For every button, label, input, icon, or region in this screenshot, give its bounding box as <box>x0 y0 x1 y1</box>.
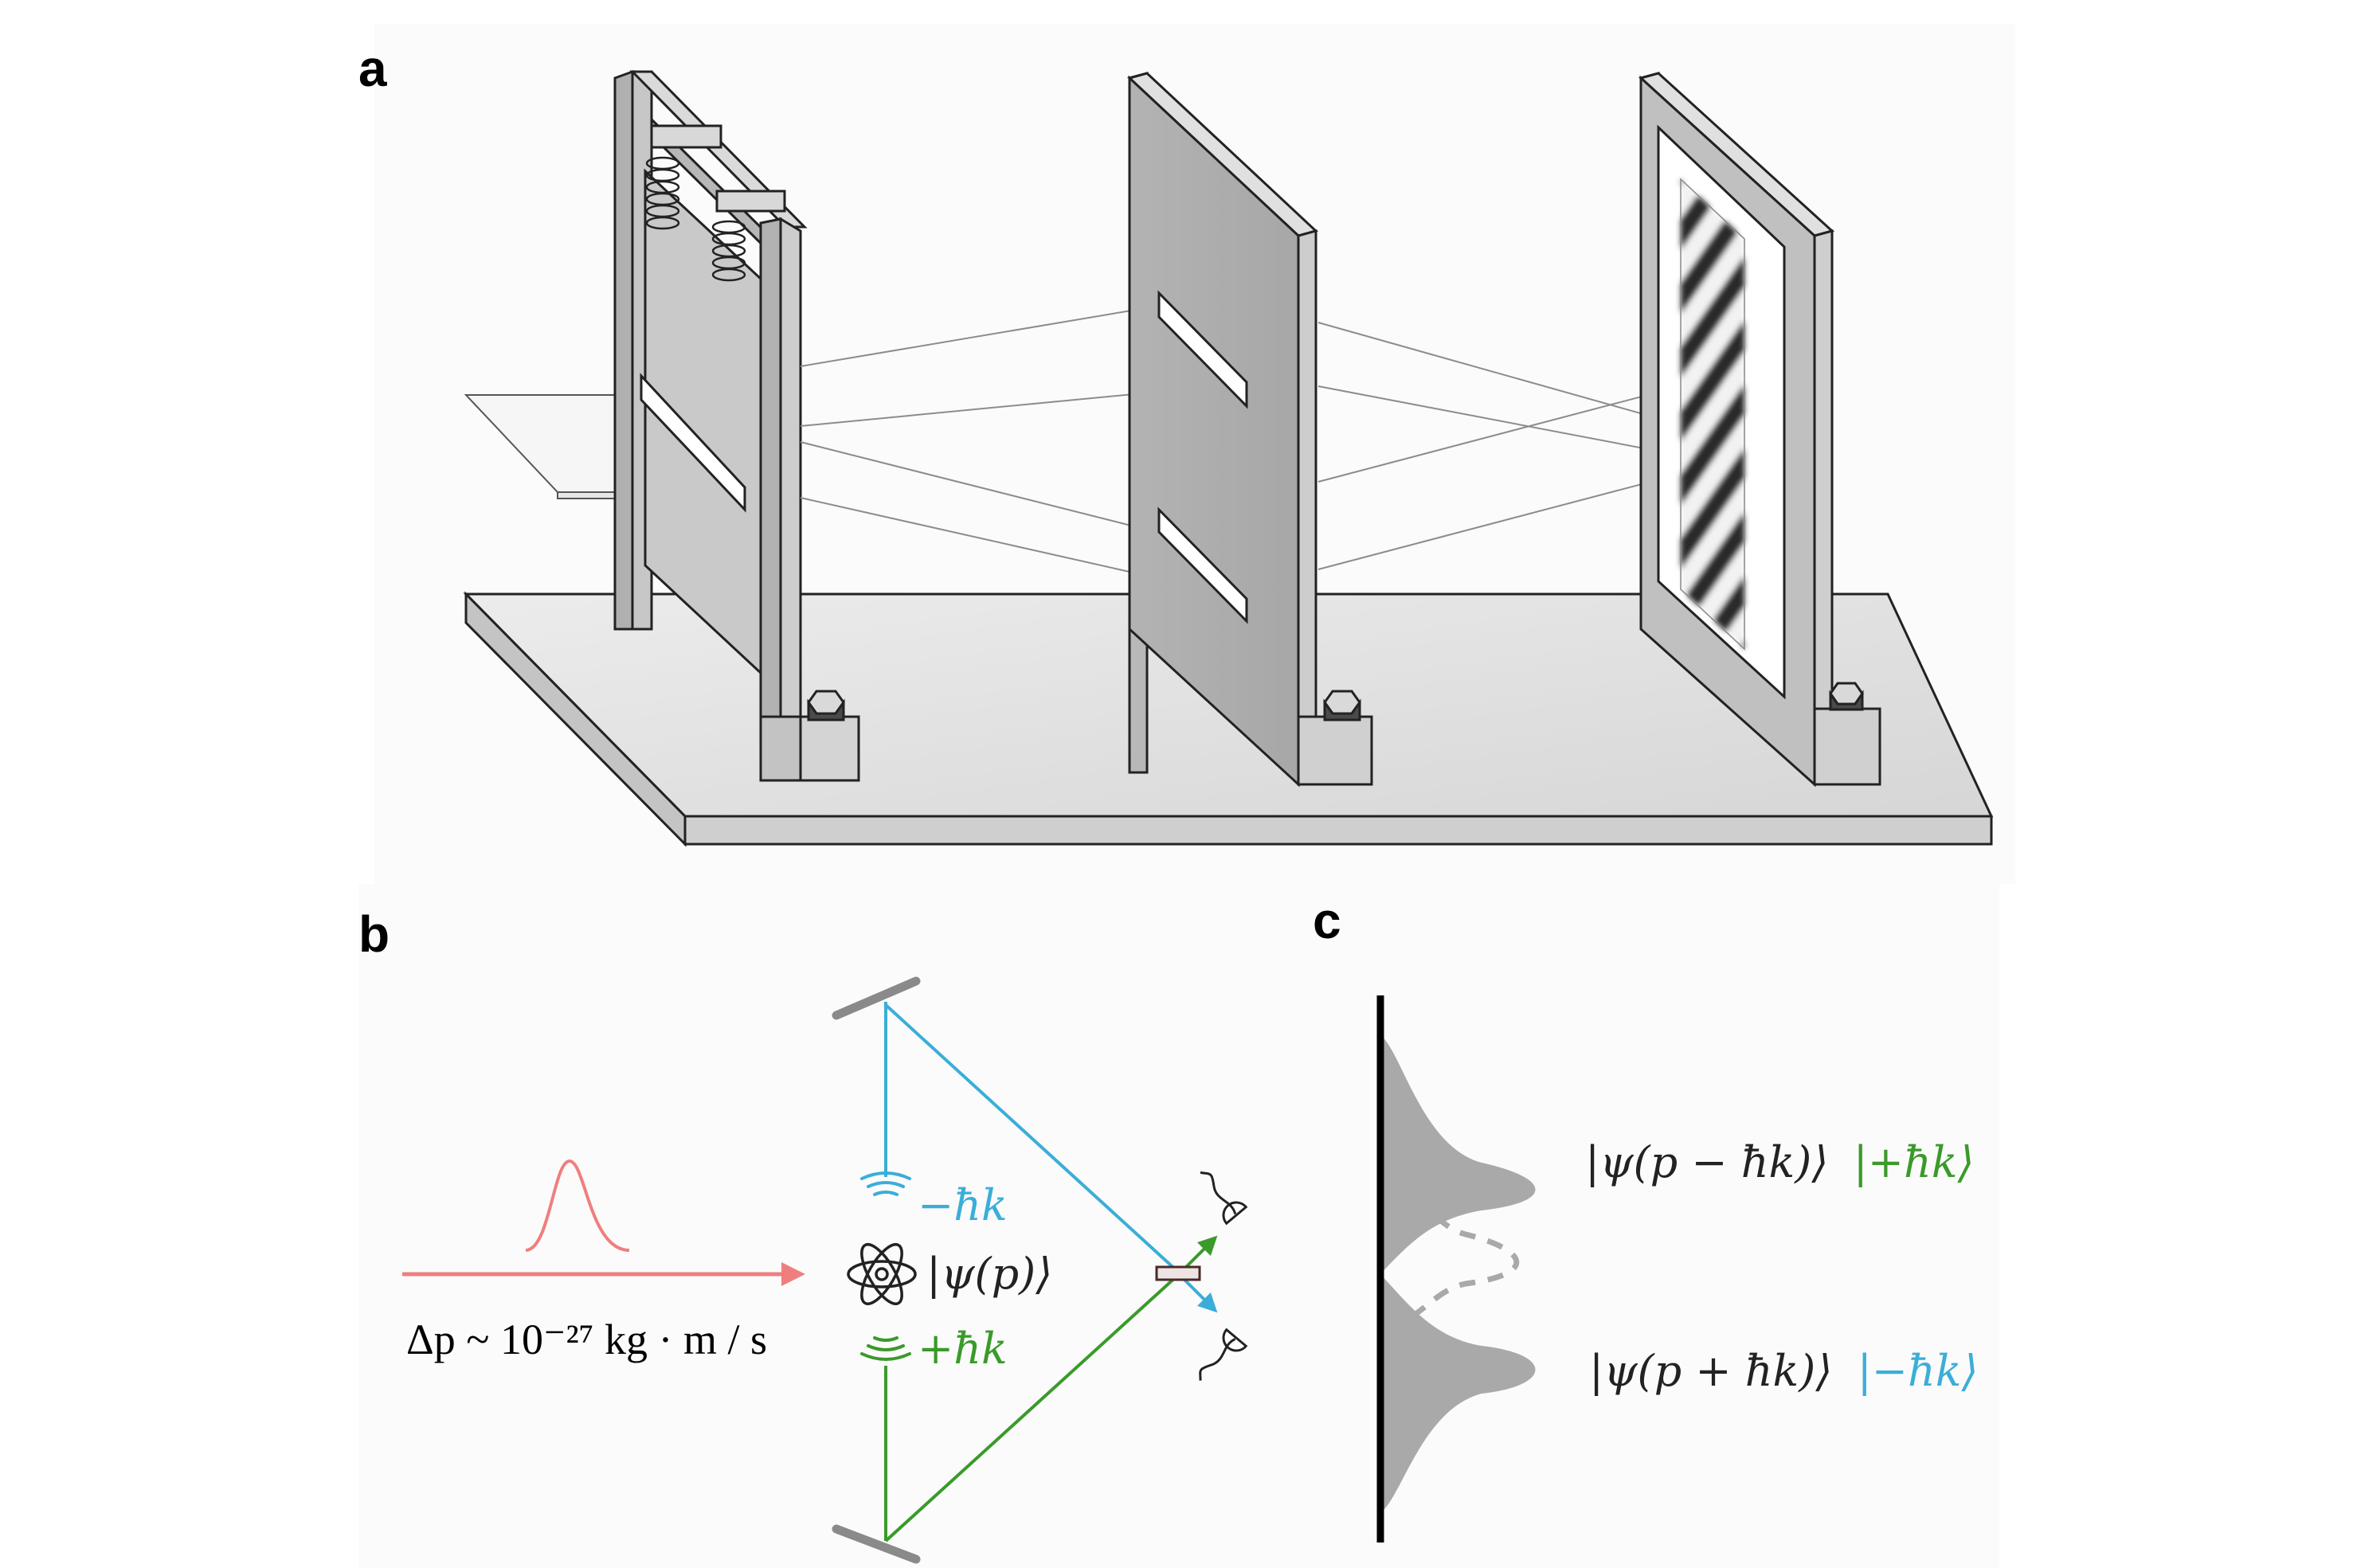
panel-a: a <box>358 24 2015 884</box>
emission-waves-icon <box>860 1336 911 1361</box>
atom-icon <box>847 1243 917 1305</box>
panel-b-background <box>358 884 1330 1568</box>
hex-bolt-icon <box>1829 682 1864 711</box>
emission-waves-icon <box>860 1171 911 1196</box>
panel-b: b Δp ~ 10⁻²⁷ kg · m / s <box>358 884 1330 1568</box>
delta-p-label: Δp ~ 10⁻²⁷ kg · m / s <box>406 1316 767 1363</box>
spring-slit-plate <box>613 69 860 782</box>
spring-icon <box>645 156 680 230</box>
double-slit-plate <box>1127 72 1373 788</box>
lower-state-label: |ψ(p + ħk)⟩ |−ħk⟩ <box>1589 1346 1979 1396</box>
spring-mount-1 <box>650 124 722 149</box>
upper-wave-packet <box>1380 1035 1536 1274</box>
panel-b-letter: b <box>358 905 390 963</box>
lower-slit <box>1157 506 1248 624</box>
photodetector-icon <box>1200 1171 1248 1226</box>
hex-bolt-icon <box>1323 690 1361 721</box>
interference-fringes <box>1681 179 1744 649</box>
center-wave-packet <box>1389 1182 1520 1329</box>
detection-screen <box>1638 72 1881 788</box>
panel-a-letter: a <box>358 40 387 97</box>
momentum-pulse <box>525 1159 630 1252</box>
mirror-icon <box>832 976 921 1020</box>
upper-spatial-state: |ψ(p − ħk)⟩ <box>1585 1137 1828 1187</box>
upper-state-label: |ψ(p − ħk)⟩ |+ħk⟩ <box>1585 1137 1975 1187</box>
spring-icon <box>711 220 746 282</box>
minus-hbar-k-label: −ħk <box>918 1180 1008 1230</box>
lower-photon-state: |−ħk⟩ <box>1858 1346 1979 1396</box>
plus-hbar-k-label: +ħk <box>918 1324 1008 1374</box>
panel-c: c |ψ(p − ħk)⟩ |+ħk⟩ |ψ(p + ħk)⟩ |−ħk⟩ <box>1313 884 1999 1568</box>
hex-bolt-icon <box>807 690 845 721</box>
panel-c-letter: c <box>1313 892 1341 949</box>
upper-slit <box>1157 290 1248 409</box>
photodetector-icon <box>1199 1328 1248 1381</box>
upper-photon-state: |+ħk⟩ <box>1854 1137 1975 1187</box>
atom-state-label: |ψ(p)⟩ <box>926 1249 1052 1299</box>
beam-splitter-icon <box>1155 1265 1201 1281</box>
lower-wave-packet <box>1380 1274 1536 1513</box>
lower-spatial-state: |ψ(p + ħk)⟩ <box>1589 1346 1832 1396</box>
mirror-icon <box>832 1524 921 1564</box>
spring-mount-2 <box>715 190 786 213</box>
